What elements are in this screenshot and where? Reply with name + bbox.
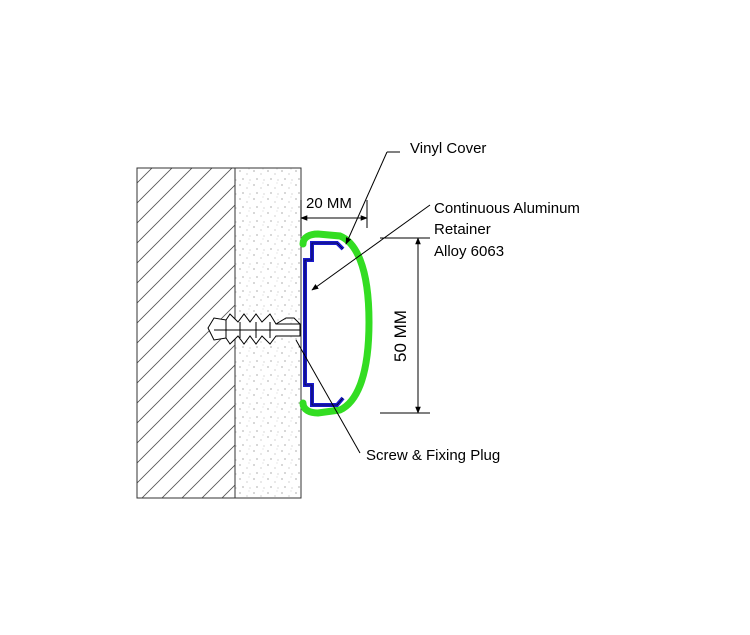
label-height-dimension: 50 MM [391, 310, 410, 362]
retainer-outline [304, 242, 344, 406]
label-retainer-line3: Alloy 6063 [434, 243, 504, 260]
label-depth-dimension: 20 MM [306, 195, 352, 212]
fixing-leader [295, 339, 361, 454]
vinyl-cover-leader [345, 151, 400, 245]
label-retainer-line2: Retainer [434, 221, 491, 238]
label-retainer-line1: Continuous Aluminum [434, 200, 580, 217]
label-screw-fixing-plug: Screw & Fixing Plug [366, 447, 500, 464]
dimension-depth [300, 200, 368, 236]
screw-fixing-plug [207, 313, 301, 345]
vinyl-cover [299, 230, 373, 417]
dimension-height [380, 237, 430, 414]
label-vinyl-cover: Vinyl Cover [410, 140, 486, 157]
retainer-leader [311, 204, 431, 291]
aluminum-retainer [303, 241, 345, 407]
